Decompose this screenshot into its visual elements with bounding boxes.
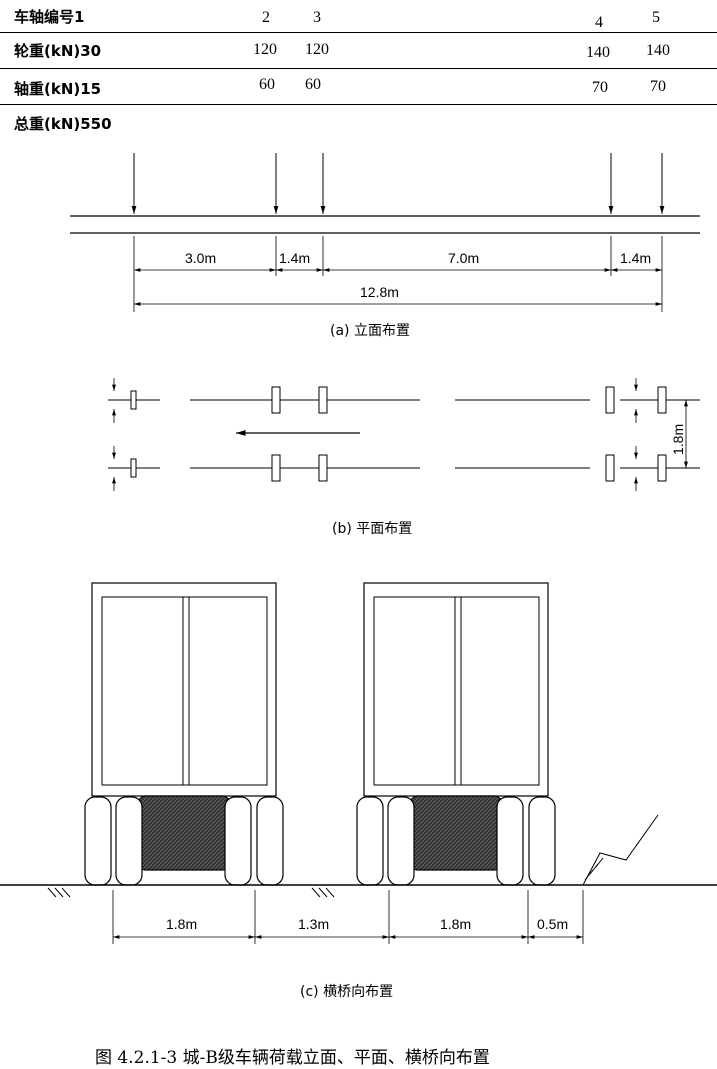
caption-plan: (b) 平面布置 xyxy=(332,521,413,537)
figure-title: 图 4.2.1-3 城-B级车辆荷载立面、平面、横桥向布置 xyxy=(95,1048,490,1068)
axle-weight-2: 60 xyxy=(259,76,275,93)
tire xyxy=(84,796,112,886)
axle-weight-label: 轴重(kN)15 xyxy=(14,80,102,98)
elevation-view xyxy=(70,153,700,312)
wheel-footprint xyxy=(318,454,328,482)
truck-right xyxy=(356,582,556,886)
dim-1.4m: 1.4m xyxy=(279,250,311,266)
dim-total: 12.8m xyxy=(360,284,399,300)
dimension-lines xyxy=(134,268,662,306)
axle-weight-4: 70 xyxy=(592,79,608,96)
tire xyxy=(387,796,415,886)
wheel-weight-label: 轮重(kN)30 xyxy=(14,42,102,60)
axle-2-number: 2 xyxy=(262,9,270,26)
wheel-footprint xyxy=(605,454,615,482)
axle-weight-3: 60 xyxy=(305,76,321,93)
dim-track-width: 1.8m xyxy=(670,423,686,455)
axle-3-number: 3 xyxy=(313,9,321,26)
axle-load-arrows xyxy=(131,153,665,214)
wheel-weight-4: 140 xyxy=(586,44,610,61)
dim-1.8m: 1.8m xyxy=(166,916,198,932)
tire xyxy=(224,796,252,886)
tire xyxy=(356,796,384,886)
axle-weight-5: 70 xyxy=(650,78,666,95)
caption-transverse: (c) 横桥向布置 xyxy=(300,984,394,1000)
wheel-weight-2: 120 xyxy=(253,41,277,58)
axle-number-label: 车轴编号1 xyxy=(14,8,85,26)
table-divider xyxy=(0,32,717,33)
wheel-footprint xyxy=(657,454,667,482)
wheel-footprint xyxy=(657,386,667,414)
dim-1.8m: 1.8m xyxy=(440,916,472,932)
tire xyxy=(256,796,284,886)
axle-5-number: 5 xyxy=(652,9,660,26)
dim-1.3m: 1.3m xyxy=(298,916,330,932)
dim-0.5m: 0.5m xyxy=(537,916,569,932)
wheel-weight-5: 140 xyxy=(646,42,670,59)
dim-1.4m: 1.4m xyxy=(620,250,652,266)
wheel-footprints xyxy=(130,386,667,482)
dim-3.0m: 3.0m xyxy=(185,250,217,266)
caption-elevation: (a) 立面布置 xyxy=(330,323,410,339)
table-divider xyxy=(0,104,717,105)
wheel-footprint xyxy=(271,386,281,414)
axle-4-number: 4 xyxy=(595,14,603,31)
truck-left xyxy=(84,582,284,886)
chassis xyxy=(409,795,503,871)
transverse-dimensions xyxy=(112,890,584,944)
plan-view xyxy=(108,378,700,491)
chassis xyxy=(137,795,231,871)
cargo-box xyxy=(363,582,549,797)
cargo-box xyxy=(91,582,277,797)
dim-7.0m: 7.0m xyxy=(448,250,480,266)
wheel-footprint xyxy=(605,386,615,414)
wheel-footprint xyxy=(130,390,137,410)
total-weight-label: 总重(kN)550 xyxy=(14,115,112,133)
tire xyxy=(528,796,556,886)
footprint-dim-arrows xyxy=(112,378,638,491)
wheel-weight-3: 120 xyxy=(305,41,329,58)
wheel-footprint xyxy=(271,454,281,482)
transverse-view xyxy=(0,582,717,944)
table-divider xyxy=(0,68,717,69)
tire xyxy=(496,796,524,886)
extension-lines xyxy=(133,236,663,312)
wheel-footprint xyxy=(130,458,137,478)
tire xyxy=(115,796,143,886)
tires xyxy=(84,796,284,886)
wheel-footprint xyxy=(318,386,328,414)
ground xyxy=(0,814,717,898)
